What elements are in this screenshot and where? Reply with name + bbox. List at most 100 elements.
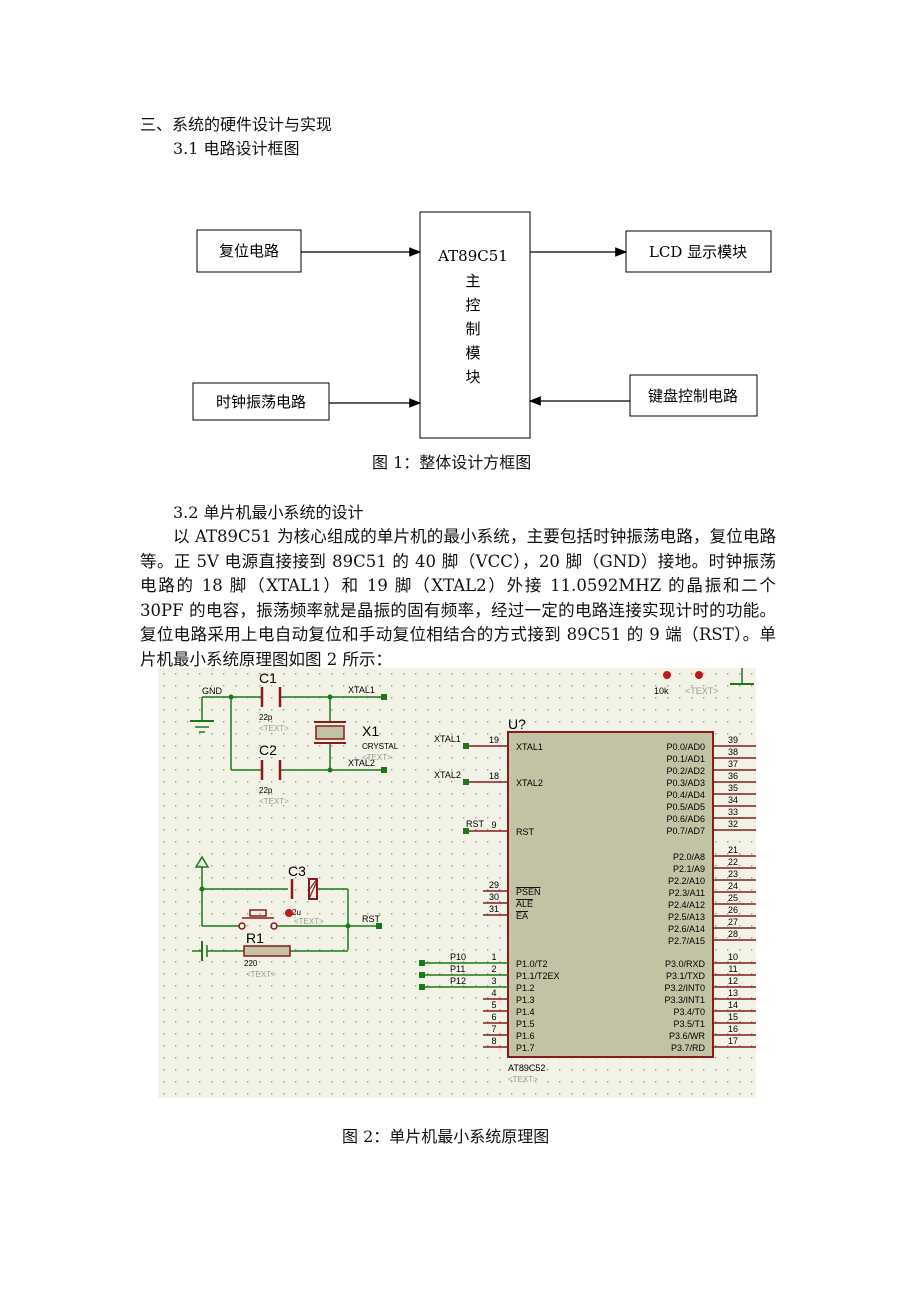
chip-pin-name: P2.0/A8: [673, 852, 705, 862]
c1-value: 22p: [259, 713, 273, 722]
chip-pin-name: P1.1/T2EX: [516, 971, 560, 981]
mcu-label-char: 制: [465, 320, 480, 338]
p1-net-label: P11: [450, 964, 465, 974]
chip-text-label: <TEXT>: [508, 1075, 538, 1084]
chip-pin-number: 15: [728, 1012, 738, 1022]
chip-pin-number: 12: [728, 976, 738, 986]
chip-ref-label: U?: [508, 716, 526, 732]
chip-pin-number: 11: [728, 964, 737, 974]
lcd-display-label: LCD 显示模块: [649, 243, 747, 261]
crystal-oscillator-circuit: GND XTAL1 XTAL2 C1 22p <TEXT> C2 22p <: [190, 670, 399, 806]
top-res-text: <TEXT>: [685, 686, 719, 696]
pin-terminal: [463, 779, 469, 785]
chip-pin-number: 28: [728, 929, 738, 939]
chip-pins: 19XTAL118XTAL29RST29PSEN30ALE31EA1P1.0/T…: [419, 735, 756, 1053]
chip-pin-number: 19: [489, 735, 499, 745]
pin-terminal: [463, 743, 469, 749]
c3-label: C3: [288, 863, 306, 879]
chip-pin-number: 24: [728, 881, 738, 891]
chip-pin-number: 33: [728, 807, 738, 817]
chip-pin-number: 23: [728, 869, 738, 879]
chip-pin-name: P3.1/TXD: [666, 971, 706, 981]
resistor-r1: [243, 945, 291, 957]
chip-pin-name: P3.4/T0: [673, 1007, 705, 1017]
reset-circuit-label: 复位电路: [219, 242, 279, 260]
reset-circuit: RST C3 2u <TEXT> R1 220 <TEXT>: [192, 855, 382, 979]
schematic-diagram: 10k <TEXT> GND XTAL1 XTAL2 C1 22p <TEXT>: [158, 668, 756, 1098]
chip-pin-number: 22: [728, 857, 738, 867]
chip-pin-number: 10: [728, 952, 738, 962]
chip-pin-number: 36: [728, 771, 738, 781]
pin-terminal: [419, 972, 425, 978]
mcu-label-char: 块: [465, 368, 480, 386]
chip-pin-name: P0.2/AD2: [666, 766, 705, 776]
chip-pin-name: EA: [516, 911, 528, 921]
c2-text: <TEXT>: [259, 797, 289, 806]
chip-part-label: AT89C52: [508, 1063, 545, 1073]
figure-2-caption: 图 2：单片机最小系统原理图: [342, 1127, 550, 1146]
chip-pin-name: P2.4/A12: [668, 900, 705, 910]
chip-pin-number: 5: [491, 1000, 496, 1010]
chip-pin-number: 21: [728, 845, 738, 855]
chip-pin-name: P1.6: [516, 1031, 535, 1041]
chip-pin-name: P0.3/AD3: [666, 778, 705, 788]
chip-pin-number: 13: [728, 988, 738, 998]
chip-pin-name: P3.0/RXD: [665, 959, 706, 969]
reset-circuit-box: [196, 229, 302, 273]
chip-pin-number: 27: [728, 917, 738, 927]
r1-value: 220: [244, 959, 258, 968]
p1-net-label: P12: [450, 976, 466, 986]
chip-pin-number: 39: [728, 735, 738, 745]
xtal2-net-label: XTAL2: [348, 758, 375, 768]
figure-1-caption: 图 1：整体设计方框图: [372, 453, 532, 472]
chip-pin-name: P0.7/AD7: [666, 826, 705, 836]
chip-pin-name: P0.4/AD4: [666, 790, 705, 800]
capacitor-c1: [260, 687, 282, 707]
chip-pin-name: P2.6/A14: [668, 924, 705, 934]
chip-pin-number: 2: [491, 964, 496, 974]
x1-label: X1: [362, 723, 379, 739]
chip-pin-number: 16: [728, 1024, 738, 1034]
chip-pin-name: P0.0/AD0: [666, 742, 705, 752]
r1-label: R1: [246, 930, 264, 946]
rst-pin-net: RST: [466, 819, 485, 829]
c3-text: <TEXT>: [294, 917, 324, 926]
mcu-chip-label: AT89C51: [437, 247, 508, 265]
c2-value: 22p: [259, 786, 273, 795]
c3-value: 2u: [292, 908, 301, 917]
subsection-3-1-title: 3.1 电路设计框图: [173, 139, 300, 158]
chip-pin-name: XTAL2: [516, 778, 543, 788]
chip-pin-name: P0.5/AD5: [666, 802, 705, 812]
chip-pin-number: 26: [728, 905, 738, 915]
chip-pin-name: P1.2: [516, 983, 535, 993]
crystal-x1: [314, 721, 346, 744]
keyboard-circuit-label: 键盘控制电路: [648, 387, 738, 405]
chip-pin-number: 18: [489, 771, 499, 781]
chip-pin-number: 31: [489, 904, 499, 914]
chip-pin-number: 35: [728, 783, 738, 793]
body-paragraph: 以 AT89C51 为核心组成的单片机的最小系统，主要包括时钟振荡电路，复位电路…: [140, 527, 776, 669]
p1-net-label: P10: [450, 952, 466, 962]
chip-pin-number: 14: [728, 1000, 738, 1010]
reset-pushbutton: [238, 909, 293, 930]
section-title: 三、系统的硬件设计与实现: [140, 115, 333, 134]
chip-pin-name: PSEN: [516, 887, 541, 897]
chip-pin-name: XTAL1: [516, 742, 543, 752]
chip-pin-number: 8: [491, 1036, 496, 1046]
chip-pin-number: 6: [491, 1012, 496, 1022]
chip-pin-number: 37: [728, 759, 738, 769]
capacitor-c3: [290, 878, 318, 900]
chip-pin-name: P2.7/A15: [668, 936, 705, 946]
chip-pin-number: 29: [489, 880, 499, 890]
clock-circuit-label: 时钟振荡电路: [216, 393, 306, 411]
chip-pin-name: P1.5: [516, 1019, 535, 1029]
pin-terminal: [463, 828, 469, 834]
xtal2-pin-net: XTAL2: [434, 770, 461, 780]
mcu-chip-body: [507, 731, 714, 1058]
chip-pin-name: P3.6/WR: [669, 1031, 706, 1041]
x1-text: <TEXT>: [362, 753, 392, 762]
chip-pin-name: P2.3/A11: [669, 888, 705, 898]
chip-pin-number: 4: [491, 988, 496, 998]
xtal1-net-label: XTAL1: [348, 685, 375, 695]
chip-pin-name: P3.3/INT1: [664, 995, 705, 1005]
